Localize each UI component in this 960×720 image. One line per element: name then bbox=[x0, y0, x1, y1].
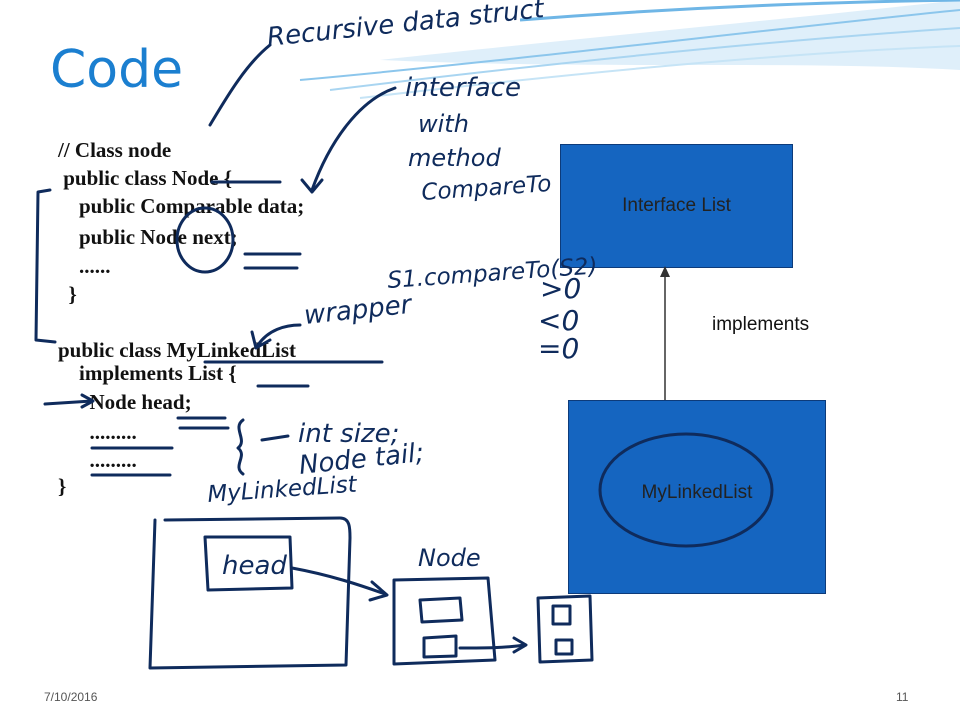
note-recursive: Recursive data struct bbox=[266, 0, 547, 53]
code-line: ......... bbox=[58, 420, 137, 444]
note-lt0: <0 bbox=[538, 304, 579, 337]
code-line: ......... bbox=[58, 448, 137, 472]
mylinkedlist-label: MyLinkedList bbox=[641, 482, 753, 503]
code-line: ...... bbox=[58, 254, 111, 278]
note-gt0: >0 bbox=[540, 272, 581, 305]
note-mylinkedlist: MyLinkedList bbox=[207, 472, 359, 508]
note-compareto: CompareTo bbox=[421, 171, 553, 206]
code-line: public Node next; bbox=[58, 225, 238, 249]
interface-list-box: Interface List bbox=[560, 144, 793, 268]
mylinkedlist-box: MyLinkedList bbox=[568, 400, 826, 594]
code-line: } bbox=[58, 282, 77, 306]
note-method: method bbox=[408, 144, 501, 172]
code-line: implements List { bbox=[58, 361, 237, 385]
code-line: public Comparable data; bbox=[58, 194, 305, 218]
code-line: Node head; bbox=[58, 390, 192, 414]
note-eq0: =0 bbox=[538, 332, 579, 365]
interface-list-label: Interface List bbox=[622, 195, 731, 216]
note-head: head bbox=[222, 551, 287, 581]
slide-title: Code bbox=[50, 40, 184, 100]
code-line: public class Node { bbox=[58, 166, 232, 190]
note-interface: interface bbox=[405, 73, 521, 103]
code-line: } bbox=[58, 474, 67, 498]
code-line: // Class node bbox=[58, 138, 172, 162]
implements-label: implements bbox=[712, 314, 810, 335]
note-wrapper: wrapper bbox=[303, 290, 415, 331]
page-number: 11 bbox=[896, 690, 909, 704]
note-with: with bbox=[418, 110, 469, 138]
note-node: Node bbox=[418, 544, 481, 572]
footer-date: 7/10/2016 bbox=[44, 690, 98, 704]
note-init-size: int size; bbox=[298, 419, 399, 449]
